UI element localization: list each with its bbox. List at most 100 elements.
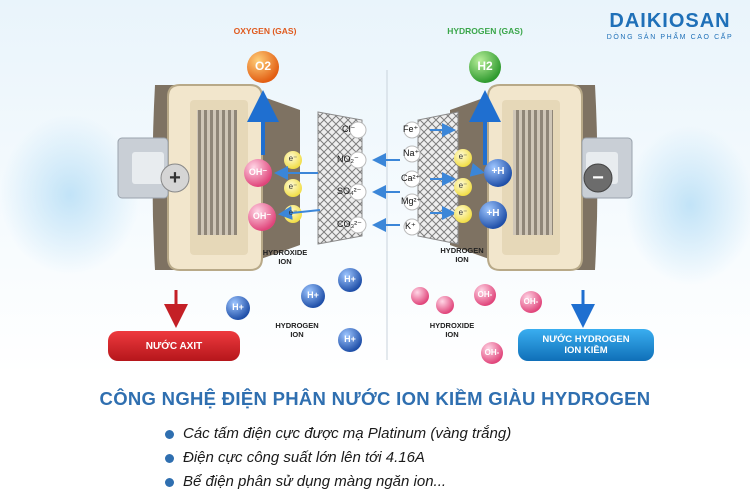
hydroxide-ion-bubble — [474, 284, 496, 306]
hydroxide-ion-bubble — [520, 291, 542, 313]
hydrogen-ion-caption: HYDROGEN ION — [265, 321, 329, 339]
pill-line: ION KIỀM — [564, 345, 608, 356]
caption-line: ION — [278, 257, 292, 266]
hydrogen-ion-bubble — [484, 159, 512, 187]
anion-label: Cl⁻ — [342, 124, 356, 134]
page-heading: CÔNG NGHỆ ĐIỆN PHÂN NƯỚC ION KIỀM GIÀU H… — [99, 388, 651, 409]
brand-logo: DAIKIOSAN DÒNG SẢN PHẨM CAO CẤP — [600, 10, 740, 41]
anion-label: SO₄²⁻ — [337, 186, 362, 196]
hydrogen-ion-bubble — [479, 201, 507, 229]
hydroxide-ion-label: OH- — [523, 297, 539, 306]
list-item-text: Điện cực công suất lớn lên tới 4.16A — [183, 449, 425, 466]
hydrogen-ion-bubble — [301, 284, 325, 308]
anion-label: NO₂⁻ — [337, 154, 359, 164]
list-item: Điện cực công suất lớn lên tới 4.16A — [165, 446, 511, 470]
electron-label: e⁻ — [288, 208, 298, 217]
anion-membrane — [317, 111, 363, 245]
hydrogen-ion-label: +H — [491, 166, 505, 177]
hydrogen-ion-label: H+ — [344, 334, 356, 344]
anion-bubble — [349, 151, 367, 169]
pill-line: NƯỚC HYDROGEN — [542, 334, 630, 345]
hydroxide-ion-label: OH⁻ — [248, 167, 268, 177]
oxygen-title: OXYGEN (GAS) — [233, 26, 297, 36]
caption-line: ION — [455, 255, 469, 264]
flow-arrow — [278, 205, 321, 220]
electron-label: e⁻ — [458, 152, 468, 161]
bullet-icon — [165, 429, 174, 439]
hydrogen-ion-label: +H — [486, 208, 500, 219]
caption-line: ION — [290, 330, 304, 339]
oxygen-symbol: O2 — [254, 59, 271, 73]
hydrogen-symbol: H2 — [477, 59, 493, 73]
hydrogen-gas-bubble — [469, 51, 501, 83]
hydroxide-ion-caption: HYDROXIDE ION — [255, 248, 315, 266]
hydrogen-ion-caption: HYDROGEN ION — [432, 246, 492, 264]
hydrogen-ion-bubble — [338, 268, 362, 292]
caption-line: HYDROGEN — [275, 321, 319, 330]
cation-label: Fe⁺ — [403, 124, 419, 134]
list-item-text: Bể điện phân sử dụng màng ngăn ion... — [183, 473, 447, 490]
feature-list: Các tấm điện cực được mạ Platinum (vàng … — [165, 422, 511, 494]
water-splash-left — [0, 115, 140, 275]
electron-bubble — [454, 149, 472, 167]
anion-bubble — [349, 183, 367, 201]
brand-tagline: DÒNG SẢN PHẨM CAO CẤP — [606, 34, 734, 41]
anion-bubble — [349, 121, 367, 139]
caption-line: HYDROGEN — [440, 246, 484, 255]
cation-bubble — [403, 193, 421, 211]
bullet-icon — [165, 453, 174, 463]
oxygen-gas-bubble — [247, 51, 279, 83]
electron-label: e⁻ — [458, 181, 468, 190]
hydrogen-title: HYDROGEN (GAS) — [447, 26, 523, 36]
cathode-terminal-icon — [583, 163, 613, 193]
electron-bubble — [454, 178, 472, 196]
hydrogen-ion-bubble — [226, 296, 250, 320]
caption-line: HYDROXIDE — [429, 321, 475, 330]
cation-label: Na⁺ — [403, 148, 420, 158]
anode-plus-sign: + — [169, 167, 181, 189]
anode-terminal-icon — [160, 163, 190, 193]
hydroxide-ion-bubble — [481, 342, 503, 364]
hydrogen-ion-label: H+ — [232, 302, 244, 312]
anion-bubble — [349, 216, 367, 234]
hydroxide-ion-label: OH- — [477, 290, 493, 299]
list-item: Các tấm điện cực được mạ Platinum (vàng … — [165, 422, 511, 446]
alkaline-water-label: NƯỚC HYDROGEN ION KIỀM — [518, 329, 654, 361]
cation-bubble — [403, 121, 421, 139]
water-splash-right — [625, 125, 750, 285]
anion-label: CO₃²⁻ — [337, 219, 362, 229]
caption-line: ION — [445, 330, 459, 339]
hydrogen-ion-label: H+ — [344, 274, 356, 284]
electron-bubble — [284, 151, 302, 169]
hydrogen-ion-label: H+ — [307, 290, 319, 300]
electron-bubble — [284, 179, 302, 197]
cation-label: Ca²⁺ — [401, 173, 421, 183]
hydroxide-ion-bubble — [411, 287, 429, 305]
cation-bubble — [403, 218, 421, 236]
cation-bubble — [403, 170, 421, 188]
hydroxide-ion-label: OH- — [484, 348, 500, 357]
hydroxide-ion-bubble — [244, 159, 272, 187]
acid-water-pill — [108, 331, 240, 361]
caption-line: HYDROXIDE — [262, 248, 308, 257]
electron-label: e⁻ — [458, 208, 468, 217]
electron-bubble — [454, 205, 472, 223]
bullet-icon — [165, 477, 174, 487]
electrolysis-diagram — [0, 51, 750, 364]
hydroxide-ion-caption: HYDROXIDE ION — [420, 321, 484, 339]
electron-label: e⁻ — [288, 154, 298, 163]
cation-label: Mg²⁺ — [401, 196, 422, 206]
brand-name: DAIKIOSAN — [609, 10, 731, 32]
cation-label: K⁺ — [405, 221, 416, 231]
acid-water-label: NƯỚC AXIT — [145, 340, 203, 352]
list-item: Bể điện phân sử dụng màng ngăn ion... — [165, 470, 511, 494]
hydroxide-ion-bubble — [436, 296, 454, 314]
cation-bubble — [403, 145, 421, 163]
hydroxide-ion-bubble — [248, 203, 276, 231]
flow-arrow — [469, 162, 485, 177]
cathode-minus-sign: − — [592, 167, 604, 189]
electron-label: e⁻ — [288, 182, 298, 191]
alkaline-water-pill — [518, 329, 654, 361]
list-item-text: Các tấm điện cực được mạ Platinum (vàng … — [183, 425, 512, 442]
hydroxide-ion-label: OH⁻ — [252, 211, 272, 221]
